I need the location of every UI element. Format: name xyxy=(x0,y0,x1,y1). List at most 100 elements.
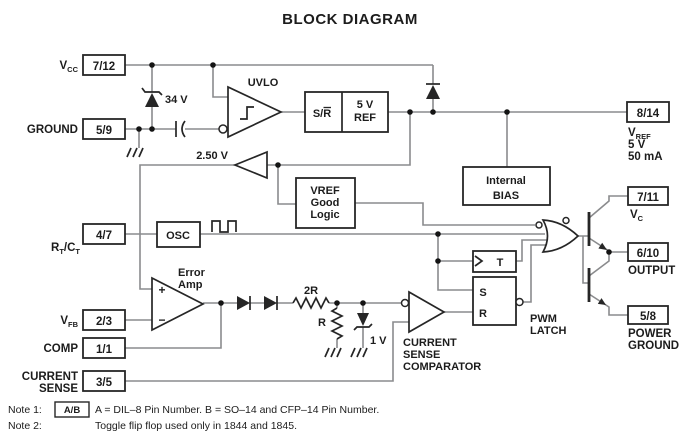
comparator-triangle xyxy=(408,290,446,334)
ground-pin-number: 5/9 xyxy=(96,125,112,137)
error-amp-minus: − xyxy=(158,313,165,327)
diode-2-icon xyxy=(264,296,277,310)
output-pin-number: 6/10 xyxy=(637,248,659,260)
pin-ground: 5/9 GROUND xyxy=(27,118,126,140)
junction-dot xyxy=(360,300,366,306)
current-sense-pin-box xyxy=(82,370,126,392)
current-sense-pin-number: 3/5 xyxy=(96,377,113,389)
power-ground-pin-label-2: GROUND xyxy=(628,340,679,352)
junction-dots xyxy=(136,62,612,306)
vfb-pin-box xyxy=(82,309,126,331)
comp-pin-number: 1/1 xyxy=(96,344,113,356)
pin-key-badge: A/B xyxy=(64,405,81,416)
pwm-latch-label-2: LATCH xyxy=(530,325,567,337)
latch-to-gate-wire xyxy=(523,244,550,303)
zener-1v-label: 1 V xyxy=(370,335,387,347)
junction-dot xyxy=(430,109,436,115)
totem-pole-output xyxy=(587,212,607,305)
pwm-latch-box xyxy=(472,276,517,326)
uvlo-label: UVLO xyxy=(248,77,279,89)
ref-buffer: 2.50 V xyxy=(196,150,268,180)
clamp-diode xyxy=(426,83,440,99)
pin-vcc: 7/12 VCC xyxy=(59,54,126,76)
junction-dot xyxy=(218,300,224,306)
divider-network: 2R R 1 V xyxy=(292,285,387,358)
junction-dot xyxy=(504,109,510,115)
zener-34v-bar xyxy=(141,87,163,96)
latch-output-bubble xyxy=(515,297,524,307)
junction-dot xyxy=(334,300,340,306)
vc-pin-box xyxy=(627,186,669,206)
vref-to-buffer-wire xyxy=(267,112,411,166)
bottom-collector-wire xyxy=(588,252,610,277)
note2-text: Toggle flip flop used only in 1844 and 1… xyxy=(95,420,297,432)
toggle-ff-label: T xyxy=(497,257,504,269)
toggle-ff-box xyxy=(472,250,517,273)
sr-ref-box xyxy=(304,91,389,133)
pin-comp: 1/1 COMP xyxy=(44,337,126,359)
vref-pin-number: 8/14 xyxy=(637,108,660,120)
pin-rtct: 4/7 RT/CT xyxy=(51,223,126,256)
gate-input-bubble xyxy=(535,221,543,229)
current-sense-pin-label-1: CURRENT xyxy=(22,371,78,383)
vfb-pin-number: 2/3 xyxy=(96,316,112,328)
latch-r-label: R xyxy=(479,308,487,320)
bottom-emitter-arrow xyxy=(597,298,606,305)
note1-text: A = DIL–8 Pin Number. B = SO–14 and CFP–… xyxy=(95,404,379,416)
sr-label: S/R xyxy=(313,108,331,120)
vrefgood-input-wire xyxy=(277,165,296,205)
junction-dot xyxy=(435,231,441,237)
osc-label: OSC xyxy=(166,230,190,242)
pwm-latch: S R PWM LATCH xyxy=(472,276,567,337)
rtct-pin-label: RT/CT xyxy=(51,242,80,256)
gate-top-bubble xyxy=(562,216,570,225)
error-amp-triangle xyxy=(151,276,205,332)
vrefgood-output-wire xyxy=(355,202,535,226)
uvlo-inverting-bubble xyxy=(218,124,228,134)
clock-input-icon xyxy=(474,255,484,267)
resistor-2r-label: 2R xyxy=(304,285,318,297)
error-amp-plus: + xyxy=(158,283,165,297)
uvlo-top-input-wire xyxy=(212,65,228,98)
vref-50ma-label: 50 mA xyxy=(628,151,663,163)
junction-dot xyxy=(149,126,155,132)
osc-box xyxy=(156,221,201,248)
pwm-latch-label-1: PWM xyxy=(530,313,557,325)
toggle-to-gate-wire xyxy=(516,239,548,262)
current-sense-comparator: CURRENT SENSE COMPARATOR xyxy=(400,290,481,373)
rtct-pin-number: 4/7 xyxy=(96,230,112,242)
comparator-label-1: CURRENT xyxy=(403,337,457,349)
top-collector-wire xyxy=(588,195,628,219)
zener-34v: 34 V xyxy=(141,87,188,107)
series-diodes xyxy=(237,296,278,310)
zener-1v-bar xyxy=(353,323,373,331)
comp-pin-box xyxy=(82,337,126,359)
junction-dot xyxy=(136,126,142,132)
bottom-emitter-wire xyxy=(588,293,628,316)
note1-label: Note 1: xyxy=(8,404,42,416)
pin-vref-out: 8/14 VREF 5 V 50 mA xyxy=(626,101,670,163)
resistor-r-icon xyxy=(330,307,344,340)
ground-icon-zener xyxy=(350,347,368,358)
vref-5v-label: 5 V xyxy=(628,139,646,151)
output-gate xyxy=(535,216,580,253)
vref-good-box xyxy=(295,177,356,229)
vref-pin-box xyxy=(626,101,670,123)
or-gate-icon xyxy=(541,219,580,253)
pin-output: 6/10 OUTPUT xyxy=(627,242,675,277)
junction-dot xyxy=(275,162,281,168)
zener-1v-icon xyxy=(357,313,369,326)
wires xyxy=(125,64,628,382)
power-ground-pin-label-1: POWER xyxy=(628,328,672,340)
clock-branch-wire xyxy=(437,234,473,291)
capacitor-plate-right xyxy=(181,120,186,138)
vcc-pin-number: 7/12 xyxy=(93,61,115,73)
diode-1-icon xyxy=(237,296,250,310)
hysteresis-icon xyxy=(240,106,254,120)
junction-dot xyxy=(606,249,612,255)
pin-vfb: 2/3 VFB xyxy=(60,309,126,331)
ground-pin-label: GROUND xyxy=(27,124,78,136)
uvlo-triangle xyxy=(227,85,283,139)
error-amp-label-1: Error xyxy=(178,267,206,279)
